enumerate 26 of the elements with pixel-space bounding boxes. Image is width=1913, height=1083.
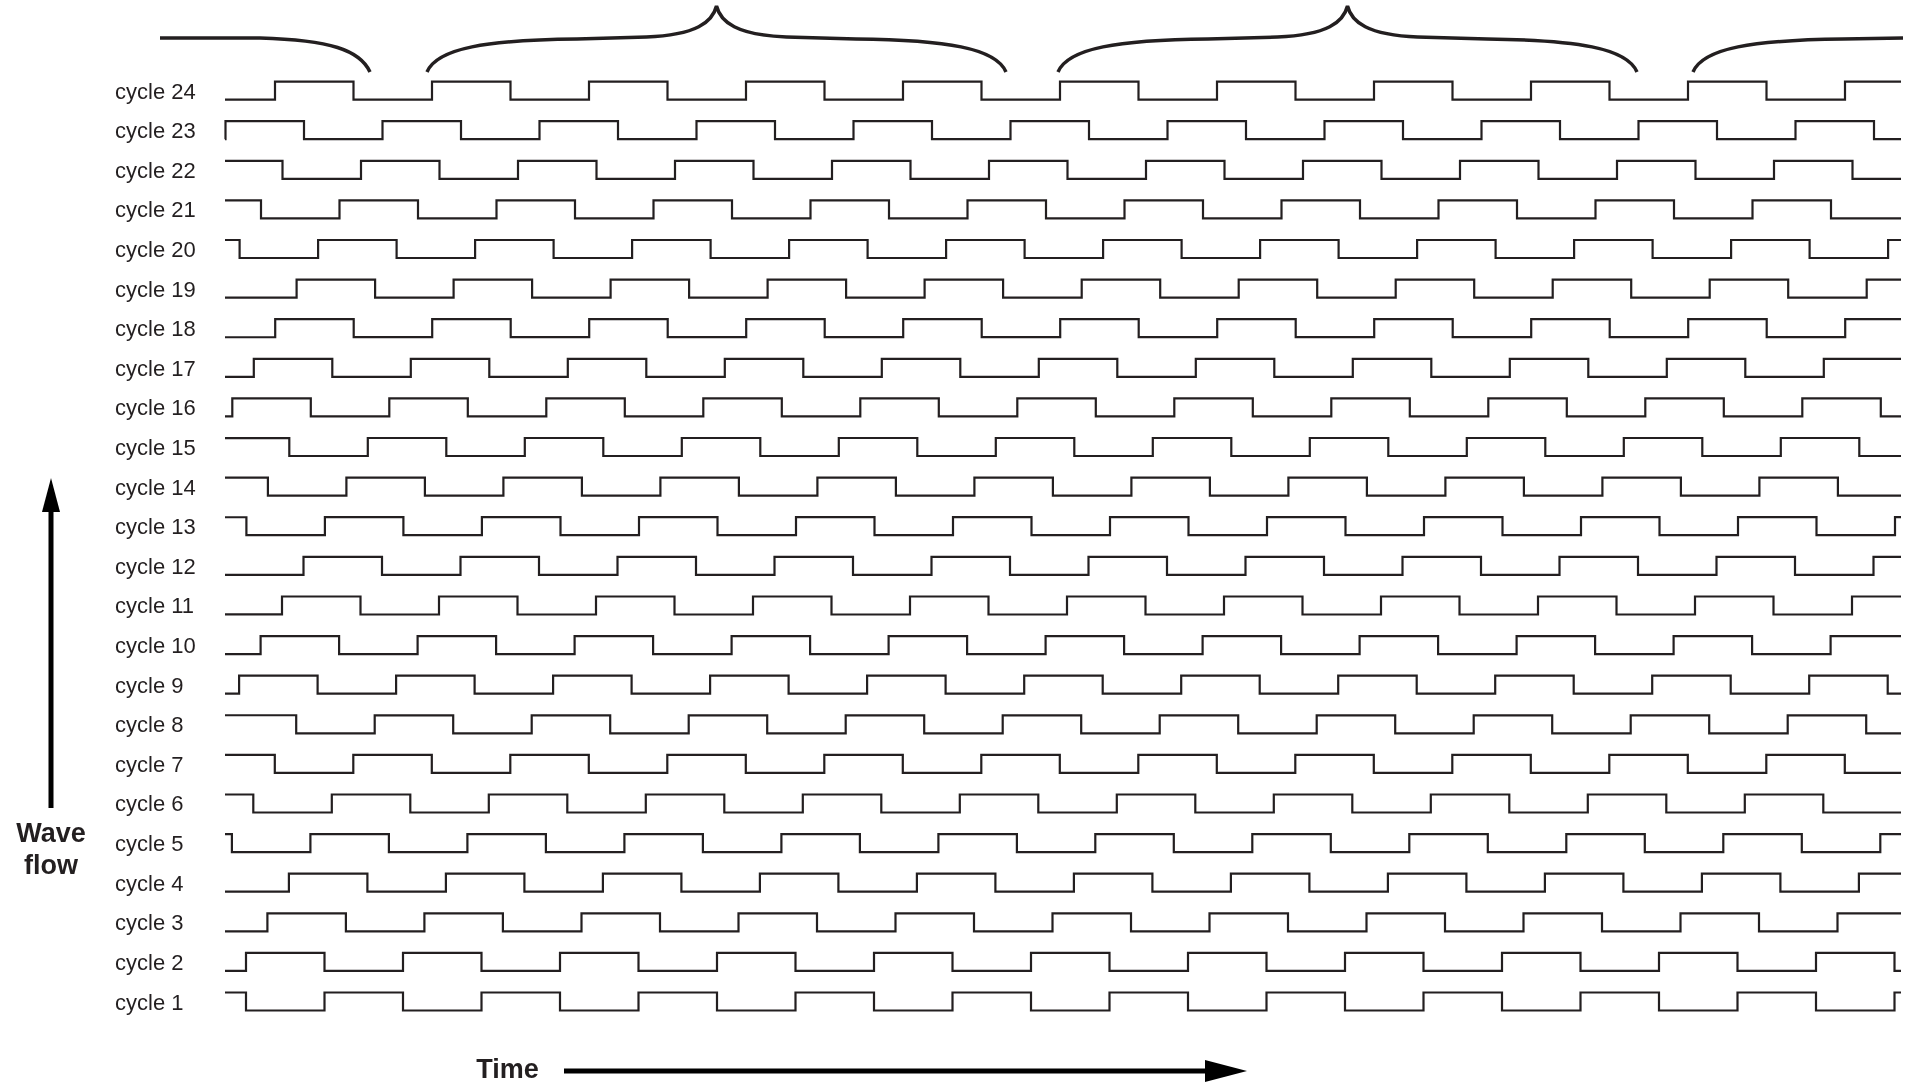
row-label: cycle 1 xyxy=(115,991,184,1014)
row-label: cycle 17 xyxy=(115,357,196,380)
row-label: cycle 5 xyxy=(115,833,184,856)
row-label: cycle 7 xyxy=(115,753,184,776)
row-label: cycle 13 xyxy=(115,516,196,539)
row-label: cycle 23 xyxy=(115,120,196,143)
row-label: cycle 6 xyxy=(115,793,184,816)
axis-label: Wave flow xyxy=(15,817,87,882)
row-label: cycle 14 xyxy=(115,476,196,499)
row-label: cycle 12 xyxy=(115,555,196,578)
row-label: cycle 10 xyxy=(115,635,196,658)
row-label: cycle 15 xyxy=(115,437,196,460)
row-label: cycle 2 xyxy=(115,951,184,974)
row-label: cycle 9 xyxy=(115,674,184,697)
row-label: cycle 19 xyxy=(115,278,196,301)
row-label: cycle 11 xyxy=(115,595,195,618)
row-label: cycle 16 xyxy=(115,397,196,420)
row-label: cycle 18 xyxy=(115,318,196,341)
row-label: cycle 24 xyxy=(115,80,196,103)
row-label: cycle 20 xyxy=(115,239,196,261)
row-label: cycle 8 xyxy=(115,714,184,737)
row-label: cycle 22 xyxy=(115,159,196,182)
row-label: cycle 3 xyxy=(115,912,184,935)
row-label: cycle 21 xyxy=(115,199,196,222)
row-label: cycle 4 xyxy=(115,872,184,895)
axis-label: Time xyxy=(475,1053,540,1083)
